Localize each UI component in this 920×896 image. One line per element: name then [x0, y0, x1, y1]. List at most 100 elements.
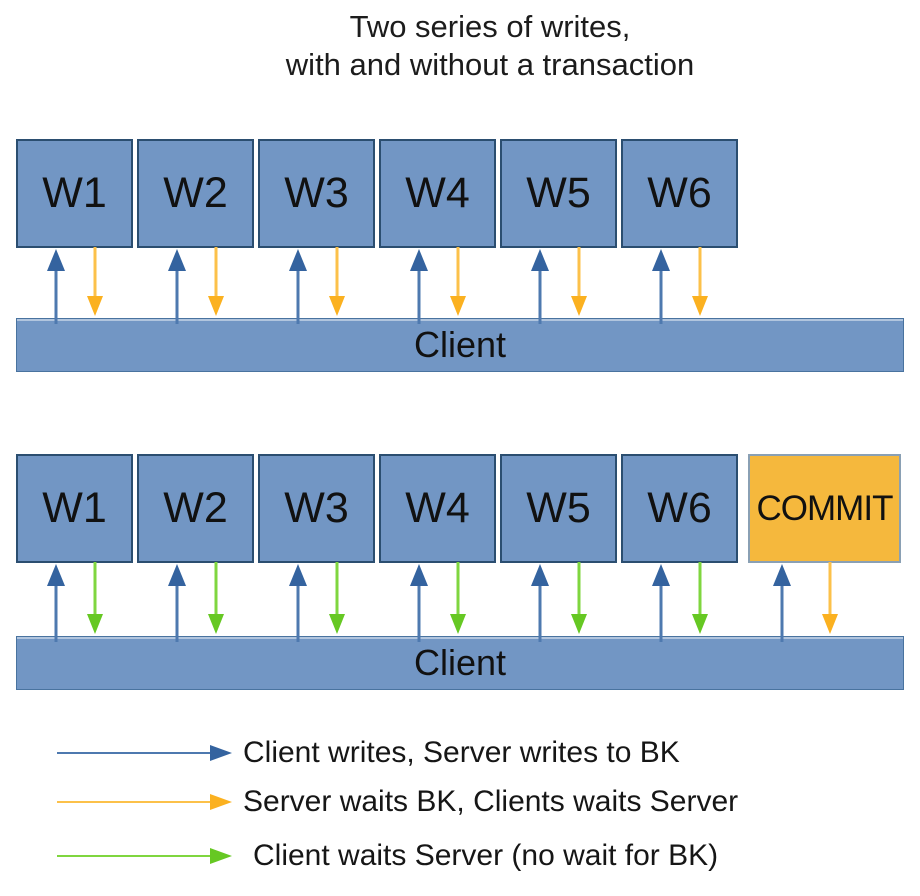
down-arrow-yellow — [821, 562, 839, 634]
up-arrow-blue — [410, 249, 428, 324]
arrow-line — [577, 247, 581, 300]
arrow-line — [175, 582, 179, 642]
arrow-line — [698, 247, 702, 300]
arrow-head — [652, 564, 670, 586]
arrow-line — [780, 582, 784, 642]
green-right-arrow-icon — [57, 845, 232, 867]
up-arrow-blue — [47, 249, 65, 324]
down-arrow-green — [449, 562, 467, 634]
arrow-line — [828, 562, 832, 618]
down-arrow-yellow — [449, 247, 467, 316]
down-arrow-green — [328, 562, 346, 634]
down-arrow-green — [86, 562, 104, 634]
arrow-line — [538, 582, 542, 642]
arrow-head — [531, 564, 549, 586]
arrow-head — [531, 249, 549, 271]
arrow-line — [698, 562, 702, 618]
box-label: W6 — [647, 484, 712, 532]
legend-label: Client waits Server (no wait for BK) — [253, 839, 719, 872]
arrow-line — [538, 267, 542, 324]
legend-item-client-waits-server: Client waits Server (no wait for BK) — [57, 834, 718, 878]
arrow-head — [773, 564, 791, 586]
arrow-line — [93, 247, 97, 300]
write-box-w4: W4 — [379, 454, 496, 563]
down-arrow-green — [691, 562, 709, 634]
arrow-line — [659, 582, 663, 642]
arrow-line — [175, 267, 179, 324]
down-arrow-green — [207, 562, 225, 634]
write-box-w3: W3 — [258, 454, 375, 563]
arrow-line — [57, 801, 212, 803]
write-box-w6: W6 — [621, 139, 738, 248]
up-arrow-blue — [652, 564, 670, 642]
arrow-line — [296, 582, 300, 642]
arrow-head — [410, 564, 428, 586]
box-label: W4 — [405, 484, 470, 532]
arrow-head — [571, 296, 587, 316]
client-bar-label: Client — [413, 642, 507, 683]
arrow-head — [289, 249, 307, 271]
write-box-w2: W2 — [137, 454, 254, 563]
title-line-1: Two series of writes, — [349, 9, 631, 44]
arrow-head — [208, 296, 224, 316]
write-box-w3: W3 — [258, 139, 375, 248]
up-arrow-blue — [773, 564, 791, 642]
up-arrow-blue — [531, 564, 549, 642]
arrow-head — [47, 564, 65, 586]
arrow-head — [87, 614, 103, 634]
write-box-w4: W4 — [379, 139, 496, 248]
arrow-line — [54, 267, 58, 324]
arrow-line — [456, 562, 460, 618]
up-arrow-blue — [289, 564, 307, 642]
write-box-w1: W1 — [16, 454, 133, 563]
down-arrow-green — [570, 562, 588, 634]
box-label: W3 — [284, 484, 349, 532]
legend-item-server-waits-bk: Server waits BK, Clients waits Server — [57, 780, 738, 824]
up-arrow-blue — [289, 249, 307, 324]
blue-right-arrow-icon — [57, 742, 232, 764]
client-bar-with-transaction: Client — [16, 636, 904, 690]
arrow-head — [329, 614, 345, 634]
arrow-line — [417, 582, 421, 642]
title-line-2: with and without a transaction — [285, 47, 695, 82]
box-label: W5 — [526, 484, 591, 532]
legend-label: Client writes, Server writes to BK — [243, 736, 680, 769]
arrow-head — [87, 296, 103, 316]
write-box-w6: W6 — [621, 454, 738, 563]
up-arrow-blue — [652, 249, 670, 324]
box-label: W2 — [163, 169, 228, 217]
box-label: W2 — [163, 484, 228, 532]
yellow-right-arrow-icon — [57, 791, 232, 813]
down-arrow-yellow — [86, 247, 104, 316]
up-arrow-blue — [410, 564, 428, 642]
commit-box: COMMIT — [748, 454, 901, 563]
down-arrow-yellow — [570, 247, 588, 316]
arrow-line — [93, 562, 97, 618]
up-arrow-blue — [168, 249, 186, 324]
client-bar-without-transaction: Client — [16, 318, 904, 372]
arrow-head — [692, 296, 708, 316]
write-box-w2: W2 — [137, 139, 254, 248]
arrow-line — [335, 562, 339, 618]
arrow-head — [208, 614, 224, 634]
arrow-head — [210, 794, 232, 810]
diagram-title: Two series of writes, with and without a… — [60, 8, 920, 84]
write-box-w5: W5 — [500, 454, 617, 563]
legend-label: Server waits BK, Clients waits Server — [243, 785, 739, 818]
arrow-head — [571, 614, 587, 634]
arrow-head — [450, 614, 466, 634]
arrow-line — [335, 247, 339, 300]
arrow-head — [168, 249, 186, 271]
legend-item-client-writes: Client writes, Server writes to BK — [57, 731, 680, 775]
client-bar-label: Client — [413, 324, 507, 365]
box-label: W3 — [284, 169, 349, 217]
arrow-line — [659, 267, 663, 324]
arrow-line — [296, 267, 300, 324]
arrow-head — [692, 614, 708, 634]
up-arrow-blue — [531, 249, 549, 324]
down-arrow-yellow — [691, 247, 709, 316]
arrow-line — [577, 562, 581, 618]
arrow-head — [450, 296, 466, 316]
box-label: W4 — [405, 169, 470, 217]
